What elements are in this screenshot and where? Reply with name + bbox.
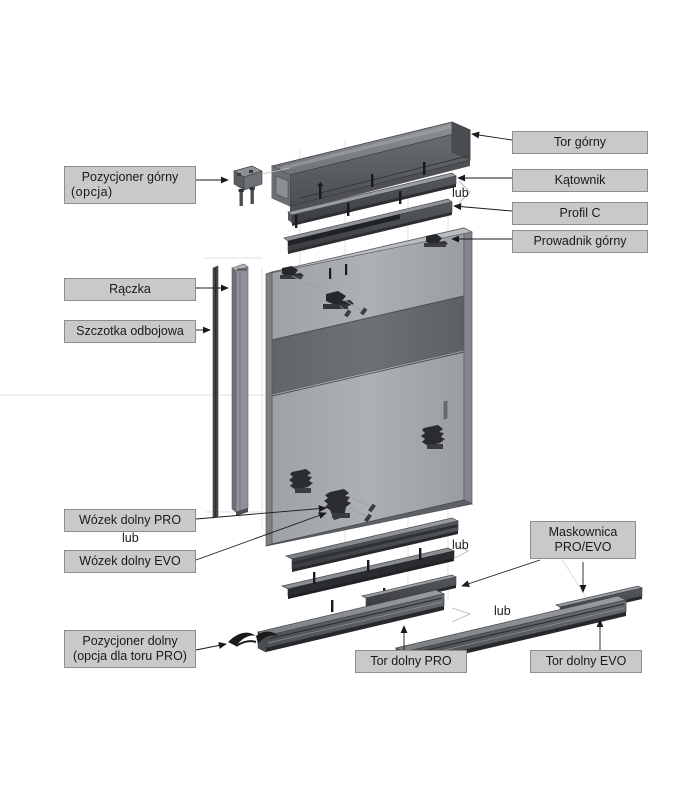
door-panel-part <box>265 227 474 547</box>
label-pozycjoner-gorny[interactable]: Pozycjoner górny (opcja) <box>64 166 196 204</box>
label-wozek-dolny-pro[interactable]: Wózek dolny PRO <box>64 509 196 532</box>
label-wozek-dolny-evo[interactable]: Wózek dolny EVO <box>64 550 196 573</box>
top-guide-bracket-left <box>280 266 304 279</box>
top-guide-bracket-right <box>424 234 448 247</box>
label-katownik[interactable]: Kątownik <box>512 169 648 192</box>
label-maskownica-line1: Maskownica <box>548 525 618 539</box>
bottom-positioner-part <box>228 631 278 647</box>
handle-profile-part <box>231 263 249 516</box>
label-maskownica-line2: PRO/EVO <box>554 540 612 554</box>
leader-profil-c <box>453 203 513 212</box>
connector-lub-rail-lower: lub <box>494 604 511 618</box>
label-pozycjoner-gorny-line1: Pozycjoner górny <box>81 170 179 184</box>
label-tor-dolny-evo[interactable]: Tor dolny EVO <box>530 650 642 673</box>
label-tor-gorny[interactable]: Tor górny <box>512 131 648 154</box>
connector-lub-rail-upper: lub <box>452 538 469 552</box>
bottom-carriage-exploded <box>324 489 376 523</box>
label-profil-c[interactable]: Profil C <box>512 202 648 225</box>
angle-profile-part <box>287 172 457 226</box>
top-positioner-part <box>233 165 291 206</box>
leader-wozek-evo <box>195 512 327 561</box>
lub-bracket-top <box>458 180 471 204</box>
c-profile-part <box>283 198 453 254</box>
label-pozycjoner-dolny[interactable]: Pozycjoner dolny (opcja dla toru PRO) <box>64 630 196 668</box>
label-maskownica[interactable]: Maskownica PRO/EVO <box>530 521 636 559</box>
bottom-rail-pro-part <box>256 589 446 653</box>
lub-bracket-rail-lower <box>451 607 472 623</box>
leader-pozycjoner-dolny <box>195 641 227 651</box>
leader-wozek-pro <box>195 505 327 520</box>
bottom-carriage-on-panel-left <box>289 469 313 493</box>
lub-bracket-rail-upper <box>454 544 470 559</box>
leader-tor-gorny <box>471 131 513 141</box>
label-pozycjoner-gorny-line2: (opcja) <box>71 185 113 199</box>
label-pozycjoner-dolny-line2: (opcja dla toru PRO) <box>73 649 187 663</box>
panel-guide-component <box>291 264 368 318</box>
label-pozycjoner-dolny-line1: Pozycjoner dolny <box>82 634 178 648</box>
leader-maskownica-pro <box>461 559 541 588</box>
bottom-carriage-on-panel-right <box>421 425 445 449</box>
label-tor-dolny-pro[interactable]: Tor dolny PRO <box>355 650 467 673</box>
label-prowadnik-gorny[interactable]: Prowadnik górny <box>512 230 648 253</box>
brush-strip-part <box>212 265 219 519</box>
connector-lub-left-middle: lub <box>122 531 139 545</box>
screw-pair <box>238 187 255 206</box>
label-szczotka-odbojowa[interactable]: Szczotka odbojowa <box>64 320 196 343</box>
lower-rail-upper-a <box>284 517 460 572</box>
connector-lub-top: lub <box>452 186 469 200</box>
label-raczka[interactable]: Rączka <box>64 278 196 301</box>
